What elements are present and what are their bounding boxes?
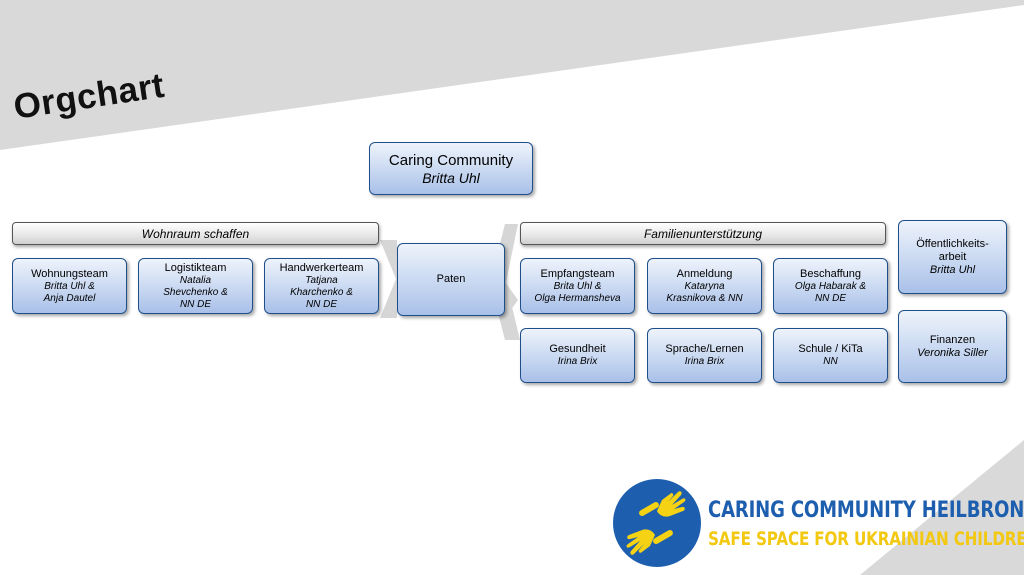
finanzen-box: Finanzen Veronika Siller	[898, 310, 1007, 383]
beschaffung-person-1: Olga Habarak &	[794, 280, 867, 292]
handwerkerteam-person-1: Tatjana	[305, 274, 338, 286]
anmeldung-person-2: Krasnikova & NN	[666, 292, 743, 304]
oeffentlichkeitsarbeit-box: Öffentlichkeits- arbeit Britta Uhl	[898, 220, 1007, 294]
beschaffung-label: Beschaffung	[800, 267, 861, 280]
wohnungsteam-box: Wohnungsteam Britta Uhl & Anja Dautel	[12, 258, 127, 314]
gesundheit-label: Gesundheit	[549, 343, 606, 355]
schule-kita-box: Schule / KiTa NN	[773, 328, 888, 383]
sprache-lernen-box: Sprache/Lernen Irina Brix	[647, 328, 762, 383]
handwerkerteam-person-2: Kharchenko &	[290, 286, 353, 298]
wohnungsteam-person-2: Anja Dautel	[43, 292, 96, 304]
logistikteam-person-3: NN DE	[179, 298, 212, 310]
logistikteam-person-1: Natalia	[179, 274, 212, 286]
empfangsteam-person-1: Brita Uhl &	[553, 280, 602, 292]
schule-kita-person: NN	[823, 356, 838, 367]
caring-community-box: Caring Community Britta Uhl	[369, 142, 533, 195]
logistikteam-box: Logistikteam Natalia Shevchenko & NN DE	[138, 258, 253, 314]
gesundheit-person: Irina Brix	[557, 356, 598, 367]
empfangsteam-box: Empfangsteam Brita Uhl & Olga Hermanshev…	[520, 258, 635, 314]
paten-box: Paten	[397, 243, 505, 316]
beschaffung-person-2: NN DE	[814, 292, 847, 304]
familie-header-bar: Familienunterstützung	[520, 222, 886, 245]
oeffentlichkeitsarbeit-label-2: arbeit	[938, 250, 967, 263]
wohnraum-header-bar: Wohnraum schaffen	[12, 222, 379, 245]
empfangsteam-person-2: Olga Hermansheva	[534, 292, 621, 304]
empfangsteam-label: Empfangsteam	[540, 267, 615, 280]
left-connector-arrow	[380, 240, 397, 318]
logistikteam-label: Logistikteam	[164, 261, 227, 274]
anmeldung-label: Anmeldung	[676, 267, 733, 280]
logo-title: CARING COMMUNITY HEILBRONN	[708, 498, 1024, 523]
finanzen-person: Veronika Siller	[917, 346, 988, 359]
anmeldung-box: Anmeldung Kataryna Krasnikova & NN	[647, 258, 762, 314]
logistikteam-person-2: Shevchenko &	[163, 286, 228, 298]
caring-community-person: Britta Uhl	[422, 169, 480, 186]
caring-community-logo-icon	[613, 479, 701, 567]
beschaffung-box: Beschaffung Olga Habarak & NN DE	[773, 258, 888, 314]
wohnungsteam-person-1: Britta Uhl &	[44, 280, 95, 292]
finanzen-label: Finanzen	[929, 333, 976, 346]
logo-subtitle: SAFE SPACE FOR UKRAINIAN CHILDREN	[708, 528, 1024, 550]
gesundheit-box: Gesundheit Irina Brix	[520, 328, 635, 383]
handwerkerteam-label: Handwerkerteam	[279, 261, 364, 274]
handwerkerteam-box: Handwerkerteam Tatjana Kharchenko & NN D…	[264, 258, 379, 314]
oeffentlichkeitsarbeit-label-1: Öffentlichkeits-	[916, 237, 989, 250]
sprache-lernen-person: Irina Brix	[684, 356, 725, 367]
oeffentlichkeitsarbeit-person: Britta Uhl	[929, 263, 976, 276]
caring-community-label: Caring Community	[388, 151, 514, 169]
paten-label: Paten	[436, 273, 466, 285]
wohnungsteam-label: Wohnungsteam	[31, 267, 108, 280]
handwerkerteam-person-3: NN DE	[305, 298, 338, 310]
anmeldung-person-1: Kataryna	[684, 280, 725, 292]
schule-kita-label: Schule / KiTa	[798, 343, 863, 355]
sprache-lernen-label: Sprache/Lernen	[665, 343, 744, 355]
